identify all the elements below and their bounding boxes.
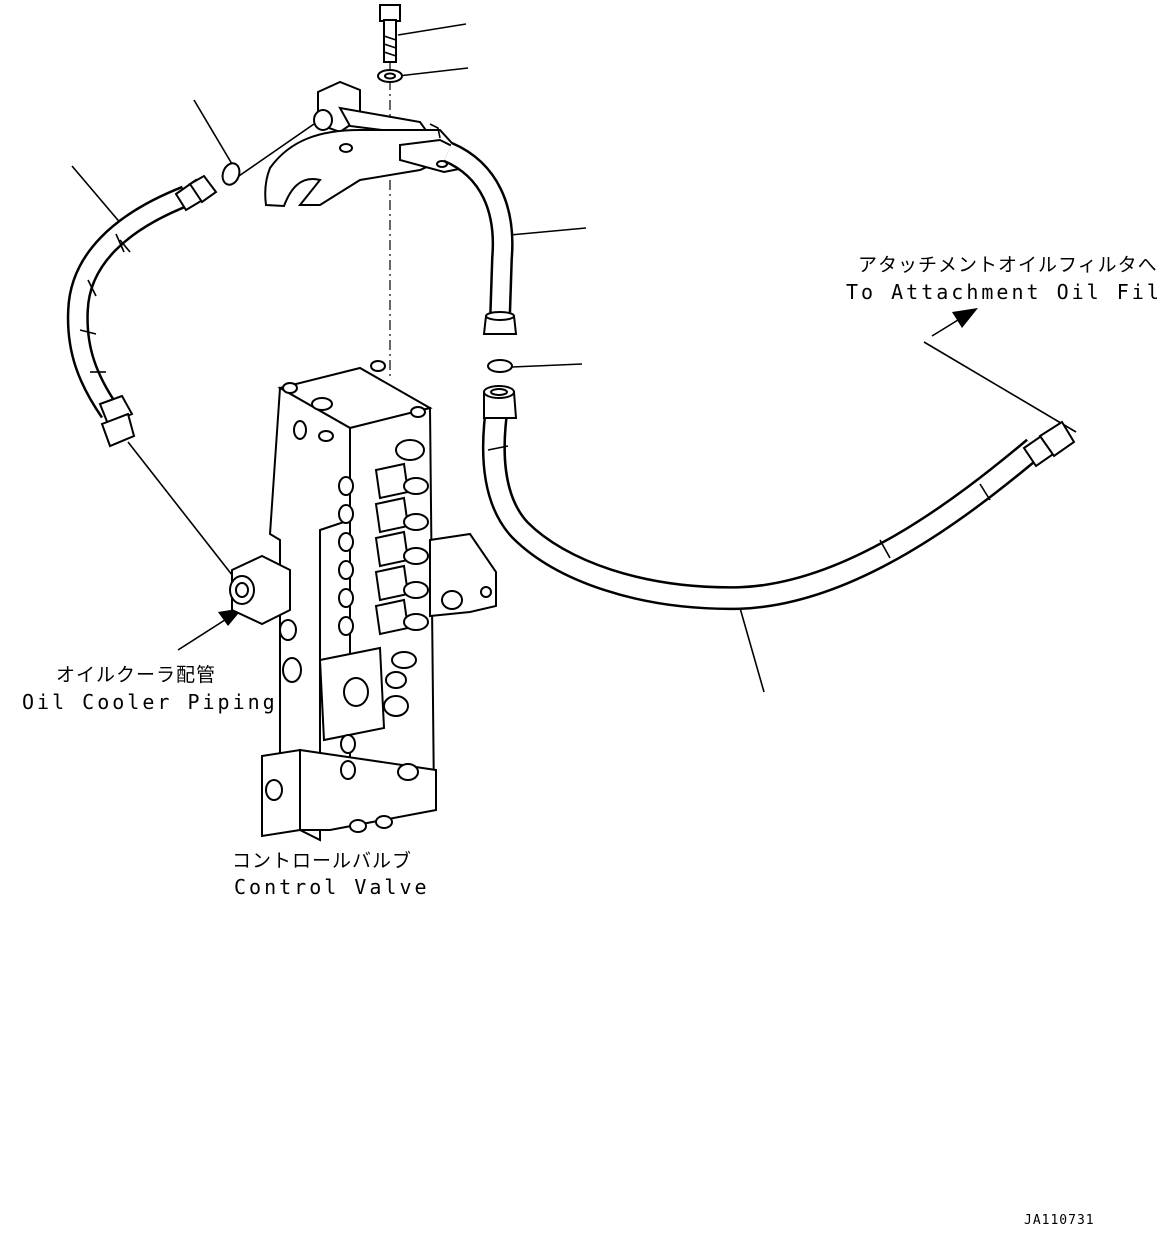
arrow-filter-shaft (931, 319, 959, 337)
label-control-valve-jp: コントロールバルブ (232, 850, 413, 872)
arrow-cooler-shaft (177, 617, 229, 651)
bracket-block (264, 80, 465, 208)
drawing-reference: JA110731 (1024, 1213, 1095, 1228)
leader-washer (397, 67, 469, 77)
label-control-valve-en: Control Valve (234, 875, 430, 899)
label-oil-cooler-jp: オイルクーラ配管 (56, 664, 217, 686)
leader-bolt (397, 23, 467, 36)
arrow-filter-head (952, 308, 978, 328)
bolt (379, 4, 401, 63)
leader-oring-upper (193, 99, 233, 165)
leader-hose-long (739, 607, 765, 693)
oring-lower (487, 359, 513, 373)
connection-line-cooler (127, 441, 237, 581)
connection-line-filter (923, 341, 1077, 433)
hose-long (481, 385, 1076, 611)
label-oil-cooler-en: Oil Cooler Piping (22, 690, 278, 714)
leader-oring-lower (511, 363, 583, 368)
label-attachment-filter-en: To Attachment Oil Filter (846, 280, 1163, 304)
leader-lines (71, 23, 1077, 693)
leader-pipe-right (509, 227, 587, 236)
connection-line-oring (235, 123, 315, 179)
pipe-right (443, 141, 518, 335)
label-attachment-filter-jp: アタッチメントオイルフィルタへ (858, 254, 1158, 276)
control-valve (229, 360, 497, 842)
hose-left (66, 174, 218, 448)
oring-upper (221, 162, 241, 186)
